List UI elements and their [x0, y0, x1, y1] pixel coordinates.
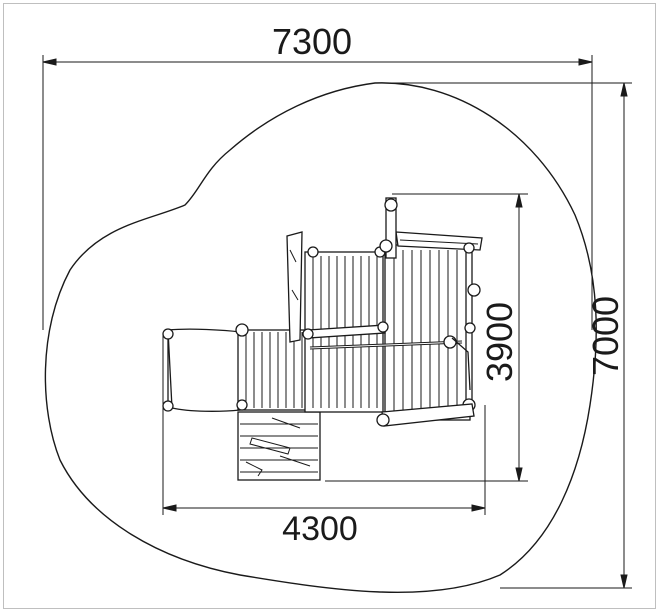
- structure-width-label: 4300: [282, 510, 358, 548]
- overall-width-label: 7300: [272, 21, 352, 62]
- structure-depth-dimension: [325, 193, 528, 482]
- handrail-bars: [302, 321, 471, 391]
- structure-width-dimension: [162, 335, 486, 515]
- safety-zone-outline: [44, 82, 597, 594]
- steps: [237, 411, 321, 481]
- overall-depth-dimension: [375, 82, 632, 589]
- drawing-frame: [3, 3, 656, 609]
- play-structure: [162, 197, 483, 481]
- overall-width-dimension: [42, 55, 593, 330]
- deck-left: [235, 323, 314, 411]
- structure-depth-label: 3900: [479, 302, 520, 382]
- post-left: [286, 231, 303, 343]
- slide-end: [162, 328, 241, 412]
- bottom-beam: [376, 403, 475, 427]
- top-beam: [395, 231, 483, 251]
- right-rail: [462, 242, 481, 412]
- post-top: [379, 197, 398, 259]
- overall-depth-label: 7000: [585, 296, 626, 376]
- deck-right: [384, 244, 471, 421]
